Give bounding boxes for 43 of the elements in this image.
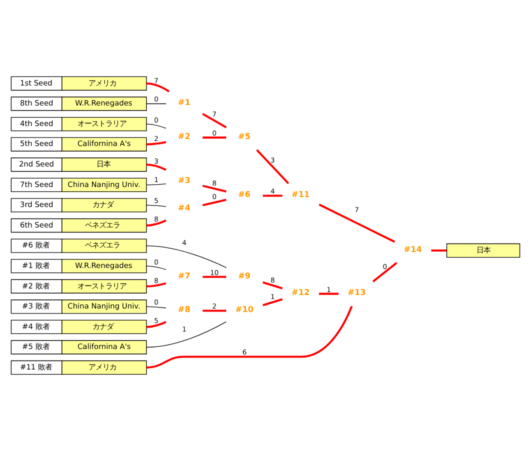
connector	[262, 194, 282, 196]
connector	[146, 163, 166, 170]
connector	[262, 280, 283, 289]
connector	[146, 219, 166, 226]
node-text: #10	[235, 304, 254, 314]
connector	[146, 306, 166, 308]
connector	[318, 203, 396, 242]
connector	[372, 262, 398, 282]
connector	[202, 198, 226, 206]
connector	[146, 102, 166, 104]
node-text: #5	[238, 130, 251, 140]
connector	[318, 292, 339, 294]
node-text: #9	[238, 270, 251, 280]
connector	[146, 82, 170, 92]
connector	[146, 140, 166, 145]
node-text: #11	[292, 188, 310, 199]
connector	[146, 204, 166, 206]
node-text: #14	[404, 243, 422, 254]
connector	[146, 265, 166, 270]
node-text: #1	[178, 96, 190, 107]
node-text: #13	[348, 286, 366, 297]
connector	[431, 249, 446, 252]
node-text: #6	[238, 188, 251, 199]
node-text: #12	[292, 286, 310, 297]
connector	[146, 320, 166, 328]
node-text: #8	[178, 304, 190, 314]
connector	[202, 184, 226, 192]
connector	[146, 182, 166, 185]
connector	[146, 244, 227, 268]
connector	[202, 112, 227, 128]
connector	[146, 305, 353, 368]
node-text: #7	[178, 270, 190, 280]
connector	[256, 148, 290, 184]
connector	[146, 320, 226, 348]
connector	[262, 298, 283, 306]
connector	[146, 282, 166, 287]
connector	[202, 309, 226, 312]
node-text: #4	[178, 202, 190, 212]
connector	[202, 275, 226, 278]
connector	[146, 123, 166, 128]
connector	[202, 136, 226, 138]
node-text: #2	[178, 130, 190, 140]
node-text: #3	[178, 174, 190, 184]
